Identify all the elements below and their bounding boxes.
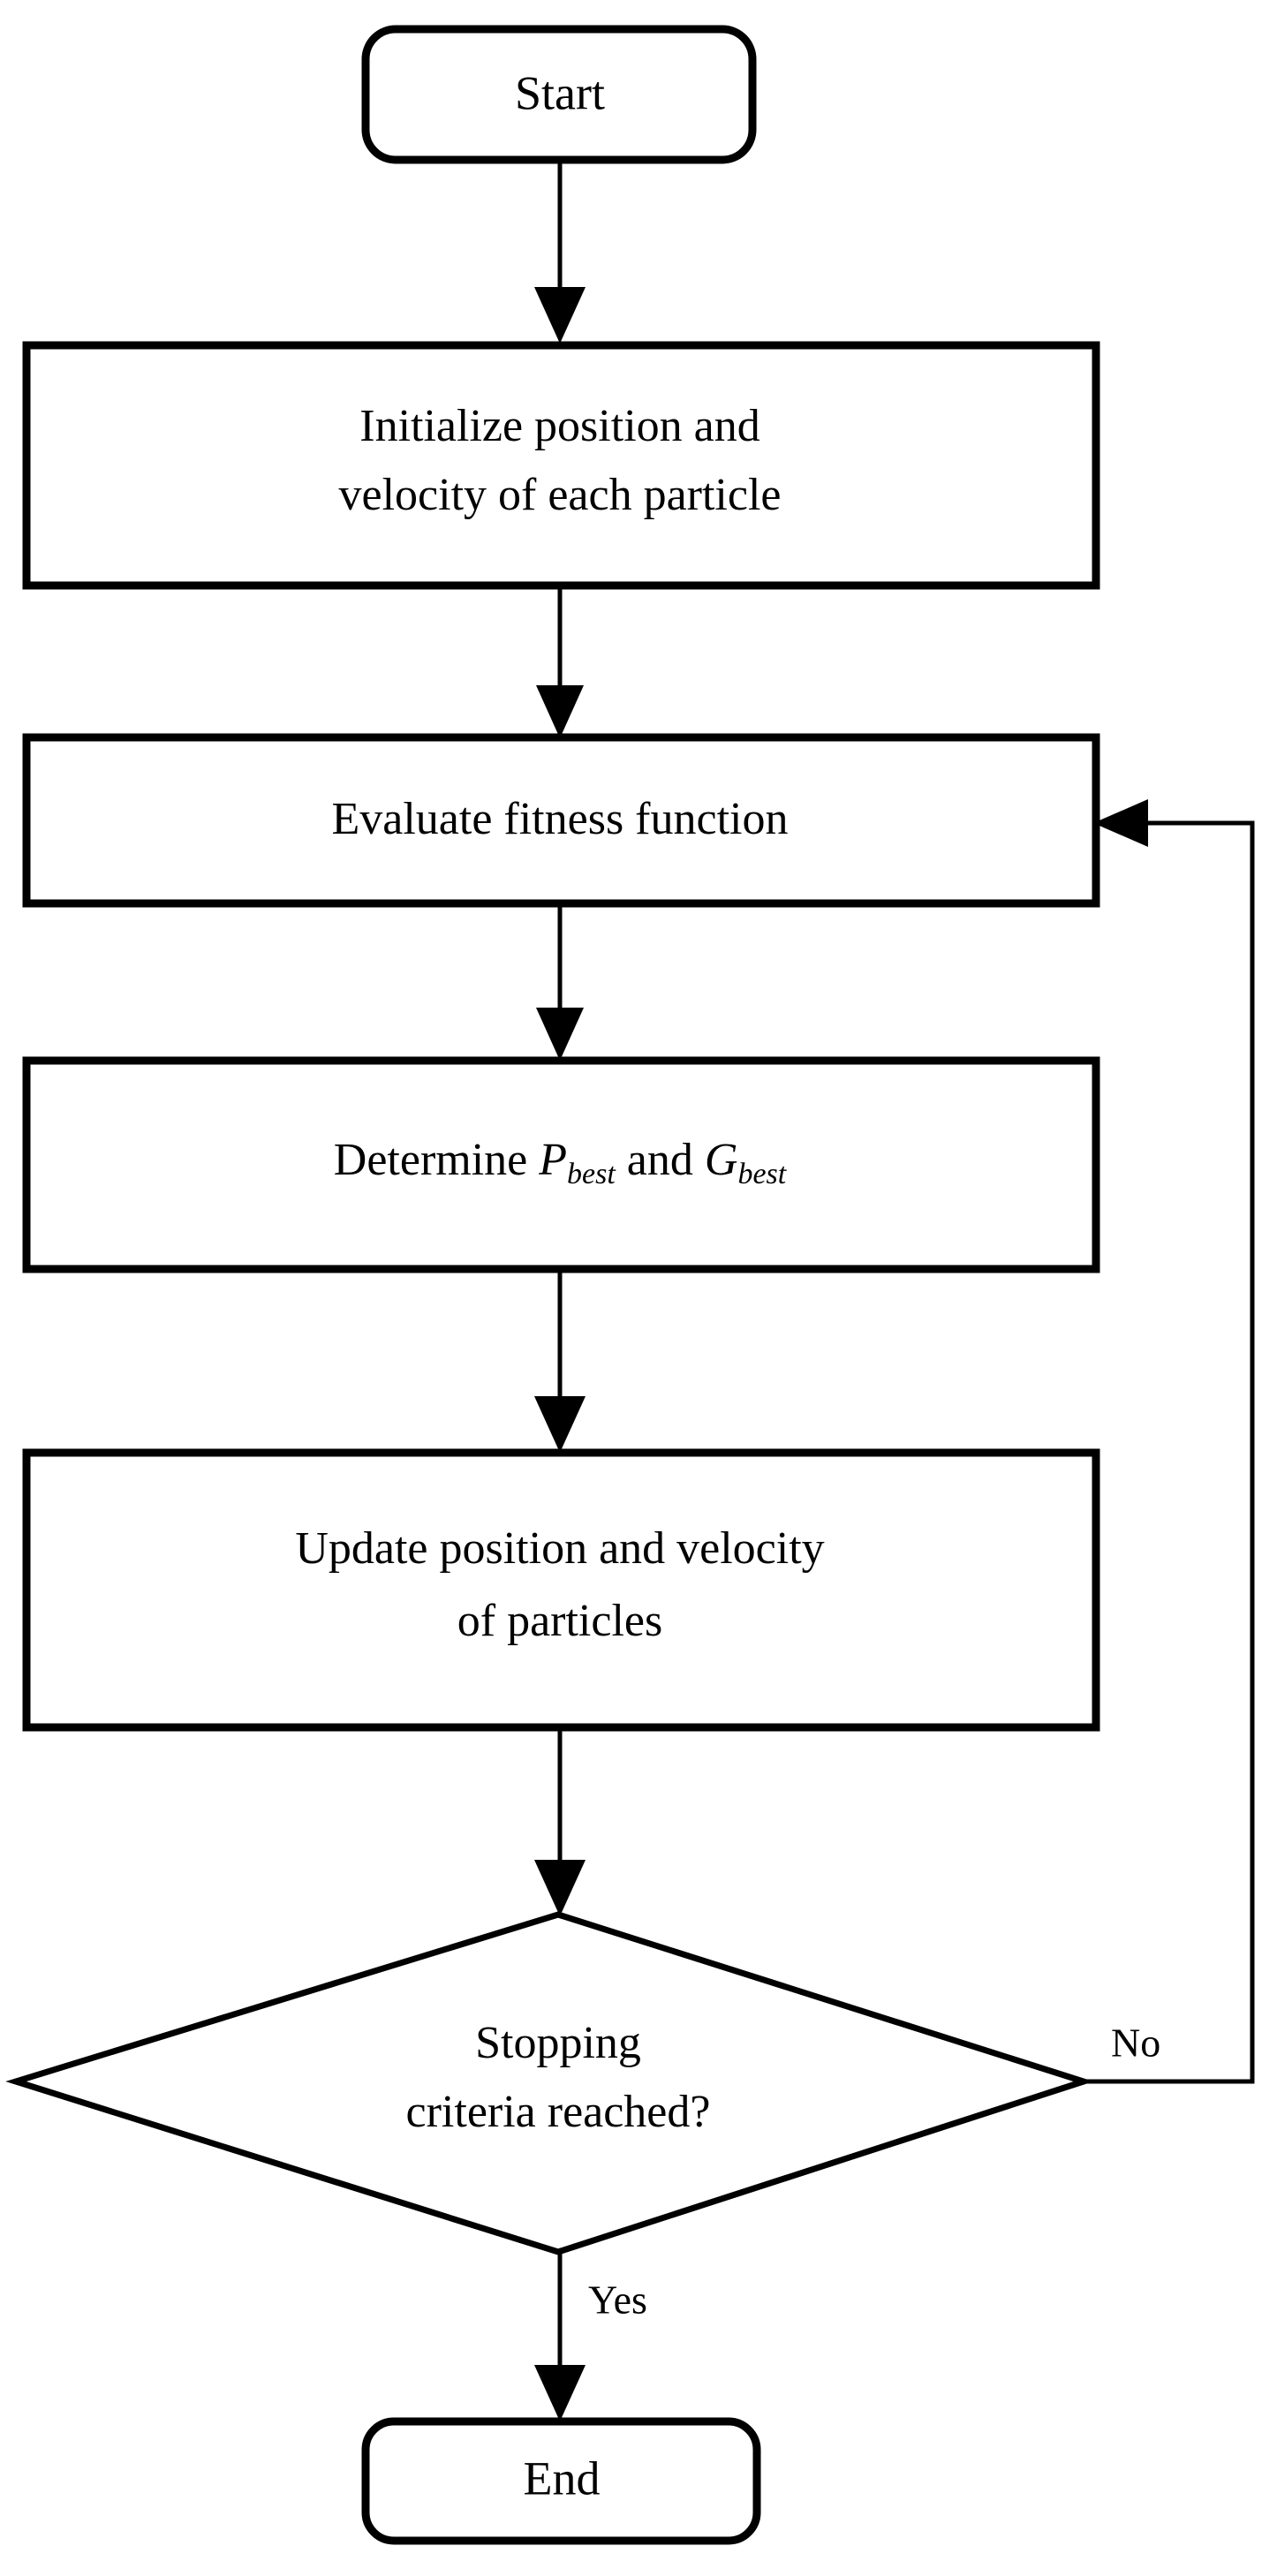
determine-sub-gbest: best xyxy=(737,1158,787,1190)
node-end[interactable]: End xyxy=(361,2417,761,2545)
decision-shape xyxy=(5,1911,1094,2255)
determine-shape xyxy=(22,1056,1100,1273)
edge-label-yes: Yes xyxy=(588,2278,647,2323)
initialize-shape xyxy=(22,341,1100,590)
initialize-label-line2: velocity of each particle xyxy=(339,470,782,520)
determine-prefix: Determine xyxy=(334,1135,539,1185)
evaluate-label: Evaluate fitness function xyxy=(332,794,789,844)
determine-var-g: G xyxy=(705,1135,738,1185)
connector-determine-to-update xyxy=(534,1269,586,1453)
node-determine[interactable]: Determine Pbest and Gbest xyxy=(22,1056,1100,1273)
end-shape xyxy=(361,2417,761,2545)
determine-sub-pbest: best xyxy=(567,1158,616,1190)
update-label-line1: Update position and velocity xyxy=(295,1523,824,1574)
start-shape xyxy=(361,25,757,164)
decision-label-line2: criteria reached? xyxy=(406,2087,711,2137)
start-label: Start xyxy=(515,66,605,119)
node-update[interactable]: Update position and velocity of particle… xyxy=(22,1448,1100,1732)
decision-label-line1: Stopping xyxy=(475,2018,641,2068)
edge-label-no: No xyxy=(1111,2021,1160,2066)
node-decision[interactable]: Stopping criteria reached? xyxy=(5,1911,1094,2255)
update-label-line2: of particles xyxy=(457,1596,662,1646)
connector-update-to-decision xyxy=(534,1727,586,1916)
determine-middle: and xyxy=(616,1135,705,1185)
connector-decision-no-feedback xyxy=(1084,799,1255,2084)
node-start[interactable]: Start xyxy=(361,25,757,164)
connector-decision-yes-to-end xyxy=(534,2252,586,2421)
evaluate-shape xyxy=(22,733,1100,908)
initialize-label-line1: Initialize position and xyxy=(359,401,759,451)
connector-initialize-to-evaluate xyxy=(536,585,584,738)
update-shape xyxy=(22,1448,1100,1732)
determine-var-p: P xyxy=(538,1135,567,1185)
connector-start-to-initialize xyxy=(534,163,586,344)
node-evaluate[interactable]: Evaluate fitness function xyxy=(22,733,1100,908)
node-initialize[interactable]: Initialize position and velocity of each… xyxy=(22,341,1100,590)
connector-evaluate-to-determine xyxy=(536,903,584,1061)
end-label: End xyxy=(524,2451,601,2504)
determine-label: Determine Pbest and Gbest xyxy=(334,1135,788,1190)
